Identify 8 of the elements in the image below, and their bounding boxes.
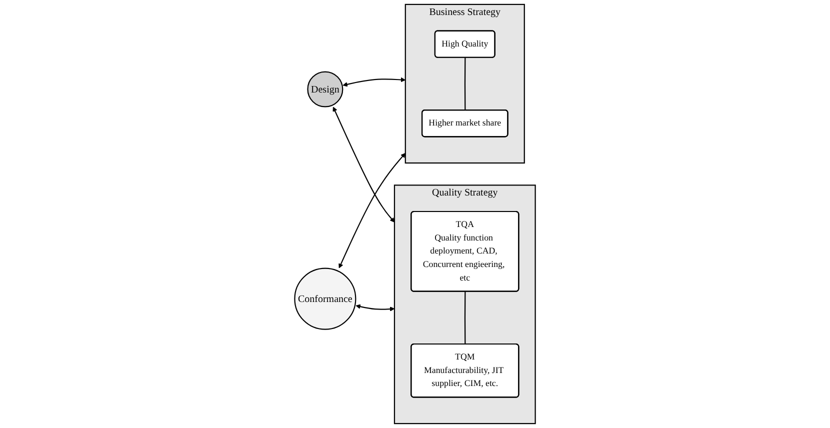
arrow: [356, 304, 395, 312]
connector: [464, 292, 466, 344]
arrow: [342, 77, 406, 87]
arrow: [332, 106, 395, 222]
node-circle: Design: [307, 71, 344, 108]
connector: [464, 58, 466, 110]
arrow: [338, 152, 406, 268]
node-circle: Conformance: [294, 268, 356, 330]
